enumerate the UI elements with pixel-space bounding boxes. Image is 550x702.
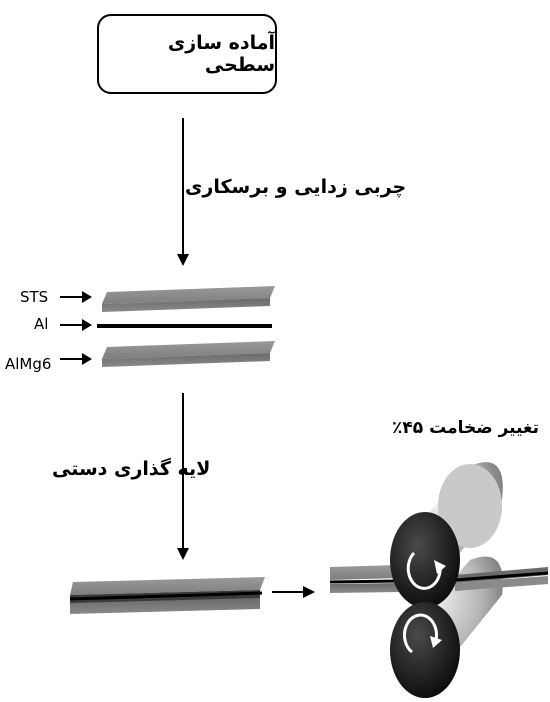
rotation-arrow-bottom bbox=[403, 613, 442, 654]
pointer-arrow-sts bbox=[60, 291, 92, 303]
laminated-sheet bbox=[69, 577, 265, 614]
rolling-mill bbox=[329, 462, 549, 698]
thickness-change-label: تغییر ضخامت ۴۵٪ bbox=[392, 418, 540, 438]
flow-arrow-1 bbox=[177, 118, 189, 266]
surface-prep-box: آماده سازی سطحی bbox=[97, 14, 277, 94]
label-almg6: AlMg6 bbox=[5, 355, 52, 373]
label-al: Al bbox=[34, 315, 49, 333]
rotation-arrow-top bbox=[406, 551, 446, 590]
top-roll bbox=[390, 512, 460, 608]
pointer-arrow-al bbox=[60, 319, 92, 331]
manual-layering-label: لایه گذاری دستی bbox=[52, 458, 211, 480]
horizontal-arrow bbox=[272, 586, 315, 598]
sts-plate bbox=[102, 286, 275, 312]
label-sts: STS bbox=[20, 288, 49, 306]
degrease-brush-label: چربی زدایی و برسکاری bbox=[185, 176, 407, 198]
surface-prep-label: آماده سازی سطحی bbox=[167, 32, 275, 76]
flow-arrow-2 bbox=[177, 393, 189, 560]
pointer-arrow-almg6 bbox=[60, 353, 92, 365]
almg6-plate bbox=[102, 341, 275, 367]
